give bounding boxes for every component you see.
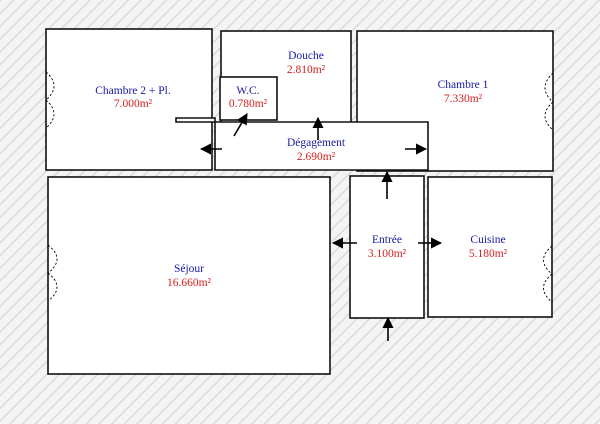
label-wc: W.C. [236, 85, 259, 97]
label-chambre-1: Chambre 1 [438, 79, 489, 91]
label-sejour: Séjour [174, 263, 204, 275]
room-wc [219, 76, 278, 121]
room-entree [349, 175, 425, 319]
area-wc: 0.780m² [229, 98, 268, 110]
arrow-to-wc [233, 113, 248, 137]
room-sejour [47, 176, 331, 375]
area-entree: 3.100m² [368, 248, 407, 260]
label-degagement: Dégagement [287, 137, 346, 149]
area-degagement: 2.690m² [297, 151, 336, 163]
room-chambre-2 [45, 28, 213, 171]
label-entree: Entrée [372, 234, 402, 246]
area-douche: 2.810m² [287, 64, 326, 76]
door-arc-sejour [47, 244, 58, 302]
door-arc-chambre-1 [544, 72, 554, 131]
area-cuisine: 5.180m² [469, 248, 508, 260]
label-cuisine: Cuisine [470, 234, 505, 246]
room-cuisine [427, 176, 553, 318]
door-arc-cuisine [543, 245, 553, 303]
label-chambre-2: Chambre 2 + Pl. [95, 85, 171, 97]
door-arc-chambre-2 [45, 71, 55, 129]
area-chambre-1: 7.330m² [444, 93, 483, 105]
label-douche: Douche [288, 50, 324, 62]
area-chambre-2: 7.000m² [114, 98, 153, 110]
area-sejour: 16.660m² [167, 277, 212, 289]
room-degagement [175, 117, 429, 171]
